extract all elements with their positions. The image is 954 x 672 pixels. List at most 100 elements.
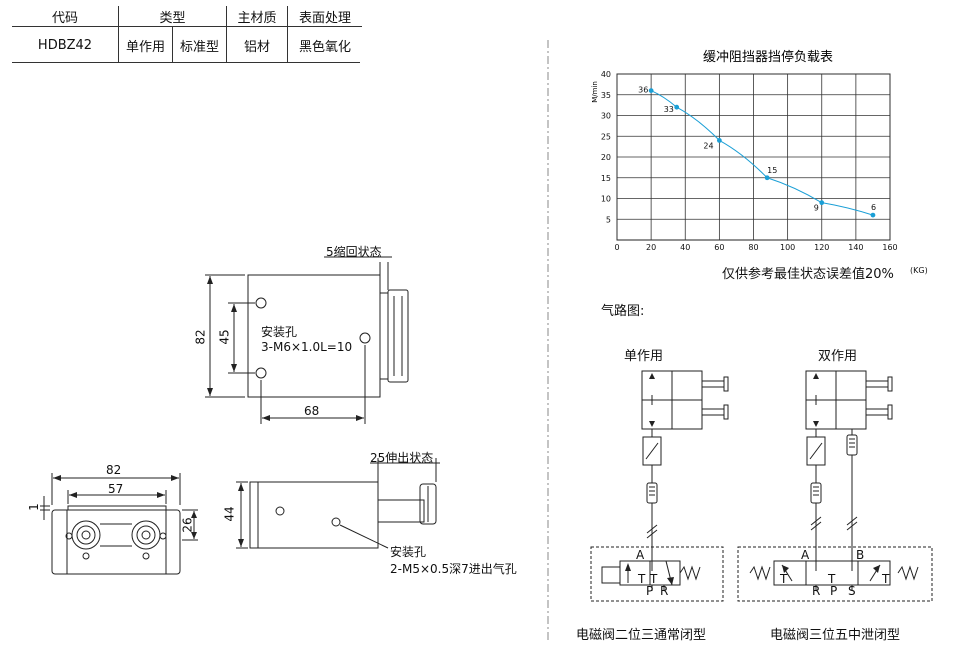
cell-code: HDBZ42: [12, 26, 119, 63]
chart-x-tick-label: 40: [680, 243, 690, 252]
mount-hole-label: 安装孔: [261, 325, 298, 339]
double-port-b: B: [856, 548, 864, 562]
chart-x-tick-label: 60: [714, 243, 724, 252]
dim-44: 44: [222, 506, 237, 522]
front-view-body: [51, 509, 181, 575]
front-roller-right: [131, 520, 161, 550]
top-view-neck: [379, 292, 389, 380]
top-view-head: [387, 289, 409, 383]
header-surface: 表面处理: [287, 6, 363, 27]
single-valve-box: [590, 546, 724, 602]
mount-hole-spec: 3-M6×1.0L=10: [261, 340, 353, 354]
dim-26: 26: [180, 517, 195, 533]
double-valve-block-3: [857, 560, 891, 586]
spec-table: 代码 类型 主材质 表面处理 HDBZ42 单作用 标准型 铝材 黑色氧化: [12, 6, 363, 63]
chart-data-label: 9: [814, 204, 819, 213]
technical-drawing: [40, 256, 440, 575]
side-hole-spec: 2-M5×0.5深7进出气孔: [390, 562, 517, 576]
chart-data-label: 24: [703, 141, 713, 150]
single-valve-block-left: [619, 560, 651, 586]
single-valve-caption: 电磁阀二位三通常闭型: [576, 628, 707, 643]
chart-y-axis-label: M/min: [591, 81, 599, 103]
mount-hole-1: [255, 297, 267, 309]
header-material: 主材质: [226, 6, 289, 27]
cell-material: 铝材: [226, 26, 289, 63]
chart-data-label: 36: [638, 86, 648, 95]
chart-x-tick-label: 120: [814, 243, 829, 252]
double-port-r: R: [812, 584, 820, 598]
double-valve-block-1: [773, 560, 807, 586]
chart-x-tick-label: 80: [748, 243, 758, 252]
chart-x-tick-label: 0: [614, 243, 619, 252]
dim-82-horizontal: 82: [106, 463, 122, 477]
side-port-1: [275, 506, 285, 516]
double-muffler-a: [810, 482, 822, 504]
dim-45: 45: [217, 329, 232, 345]
double-port-a: A: [801, 548, 810, 562]
chart-y-tick-label: 20: [601, 153, 611, 162]
dim-68: 68: [304, 404, 320, 418]
chart-data-point: [648, 88, 654, 93]
chart-data-point: [870, 212, 876, 218]
single-port-r: R: [660, 584, 668, 598]
chart-x-tick-label: 20: [646, 243, 656, 252]
side-view-body: [249, 481, 379, 549]
load-chart: 缓冲阻挡器挡停负载表 M/min 0 20 40 60 80 100 120 140 160 5 1…: [591, 49, 898, 252]
double-port-t3: T: [881, 572, 890, 586]
cell-action: 单作用: [118, 26, 174, 63]
chart-data-label: 33: [664, 105, 674, 114]
retract-label: 5缩回状态: [326, 245, 382, 259]
dim-82-vertical: 82: [193, 329, 208, 345]
double-action-title: 双作用: [818, 349, 858, 364]
side-view-head: [419, 483, 437, 525]
chart-y-tick-label: 5: [606, 215, 611, 224]
single-port-t2: T: [649, 572, 658, 586]
chart-x-unit: (KG): [910, 266, 928, 275]
chart-x-tick-label: 140: [848, 243, 863, 252]
mount-hole-3: [359, 332, 371, 344]
spec-header-row: 代码 类型 主材质 表面处理: [12, 6, 363, 27]
chart-x-tick-label: 100: [780, 243, 795, 252]
chart-data-point: [674, 104, 680, 110]
chart-series-line: [650, 90, 874, 216]
chart-y-tick-label: 35: [601, 91, 611, 100]
chart-y-tick-label: 15: [601, 174, 611, 183]
section-divider: [547, 40, 549, 640]
chart-y-tick-label: 30: [601, 112, 611, 121]
side-view-rod: [377, 499, 425, 523]
double-valve-caption: 电磁阀三位五中泄闭型: [770, 628, 901, 643]
single-port-p: P: [646, 584, 653, 598]
spec-table-bottom-rule: [12, 62, 360, 63]
single-port-t1: T: [637, 572, 646, 586]
single-port-a: A: [636, 548, 645, 562]
side-hole-label: 安装孔: [390, 545, 427, 559]
double-muffler-b: [846, 434, 858, 456]
cell-kind: 标准型: [172, 26, 228, 63]
double-port-t1: T: [779, 572, 788, 586]
chart-y-tick-label: 40: [601, 70, 611, 79]
header-code: 代码: [12, 6, 119, 27]
chart-data-label: 6: [871, 203, 876, 212]
chart-note: 仅供参考最佳状态误差值20%: [722, 267, 894, 282]
chart-data-point: [716, 138, 722, 143]
chart-y-tick-label: 10: [601, 195, 611, 204]
spec-data-row: HDBZ42 单作用 标准型 铝材 黑色氧化: [12, 26, 362, 63]
chart-y-tick-label: 25: [601, 132, 611, 141]
chart-data-point: [819, 200, 825, 206]
chart-data-point: [764, 175, 770, 181]
pneumatic-heading: 气路图:: [601, 304, 645, 319]
double-valve-box: [737, 546, 933, 602]
single-muffler: [646, 482, 658, 504]
chart-x-tick-label: 160: [882, 243, 897, 252]
header-type: 类型: [118, 6, 228, 27]
chart-data-label: 15: [767, 166, 777, 175]
chart-title: 缓冲阻挡器挡停负载表: [703, 49, 833, 65]
dim-57: 57: [108, 482, 124, 496]
cell-surface: 黑色氧化: [299, 39, 352, 55]
single-action-title: 单作用: [624, 349, 664, 364]
double-port-t2: T: [827, 572, 836, 586]
mount-hole-2: [255, 367, 267, 379]
extend-label: 25伸出状态: [370, 451, 434, 465]
dim-1: 1: [26, 503, 41, 511]
front-roller-left: [71, 520, 101, 550]
